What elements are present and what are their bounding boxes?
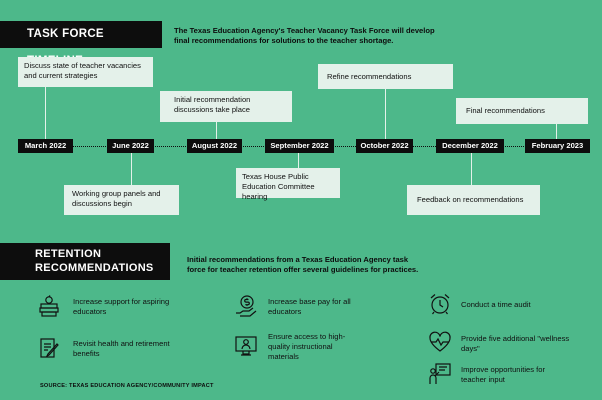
- timeline-title: TASK FORCE TIMELINE: [0, 21, 162, 67]
- connector-line: [216, 122, 218, 139]
- timeline-event: Final recommendations: [456, 98, 588, 124]
- computer-teacher-icon: [234, 334, 258, 358]
- connector-line: [471, 153, 473, 185]
- timeline-date: August 2022: [187, 139, 242, 153]
- timeline-event: Working group panels and discussions beg…: [64, 185, 179, 215]
- connector-line: [556, 124, 558, 139]
- timeline-date: December 2022: [436, 139, 504, 153]
- connector-line: [45, 86, 47, 139]
- recommendation-text: Conduct a time audit: [461, 300, 531, 309]
- retention-title: RETENTION RECOMMENDATIONS: [0, 243, 170, 280]
- recommendation-text: Ensure access to high-quality instructio…: [268, 332, 346, 361]
- timeline-date: March 2022: [18, 139, 73, 153]
- source-note: SOURCE: TEXAS EDUCATION AGENCY/COMMUNITY…: [40, 383, 214, 389]
- retention-title-line2: RECOMMENDATIONS: [35, 262, 154, 274]
- document-pen-icon: [37, 336, 61, 360]
- heart-pulse-icon: [428, 330, 452, 354]
- retention-intro: Initial recommendations from a Texas Edu…: [187, 255, 419, 274]
- timeline-event: Feedback on recommendations: [407, 185, 540, 215]
- timeline-date: June 2022: [107, 139, 154, 153]
- connector-line: [298, 153, 300, 168]
- timeline-intro: The Texas Education Agency's Teacher Vac…: [174, 26, 435, 45]
- timeline-event: Initial recommendation discussions take …: [160, 91, 292, 122]
- presenter-board-icon: [428, 362, 452, 386]
- timeline-date: October 2022: [356, 139, 413, 153]
- recommendation-text: Provide five additional "wellness days": [461, 334, 570, 353]
- connector-line: [131, 153, 133, 185]
- timeline-date: February 2023: [525, 139, 590, 153]
- timeline-event: Texas House Public Education Committee h…: [236, 168, 340, 201]
- recommendation-text: Increase support for aspiring educators: [73, 297, 170, 316]
- connector-line: [385, 89, 387, 139]
- timeline-event: Discuss state of teacher vacancies and c…: [18, 57, 153, 87]
- timeline-event: Refine recommendations: [318, 64, 453, 89]
- recommendation-text: Improve opportunities for teacher input: [461, 365, 545, 384]
- recommendation-text: Increase base pay for all educators: [268, 297, 351, 316]
- retention-title-line1: RETENTION: [35, 248, 102, 260]
- timeline-date: September 2022: [265, 139, 334, 153]
- apple-books-icon: [37, 294, 61, 318]
- alarm-clock-icon: [428, 292, 452, 316]
- recommendation-text: Revisit health and retirement benefits: [73, 339, 170, 358]
- money-hand-icon: [234, 294, 258, 318]
